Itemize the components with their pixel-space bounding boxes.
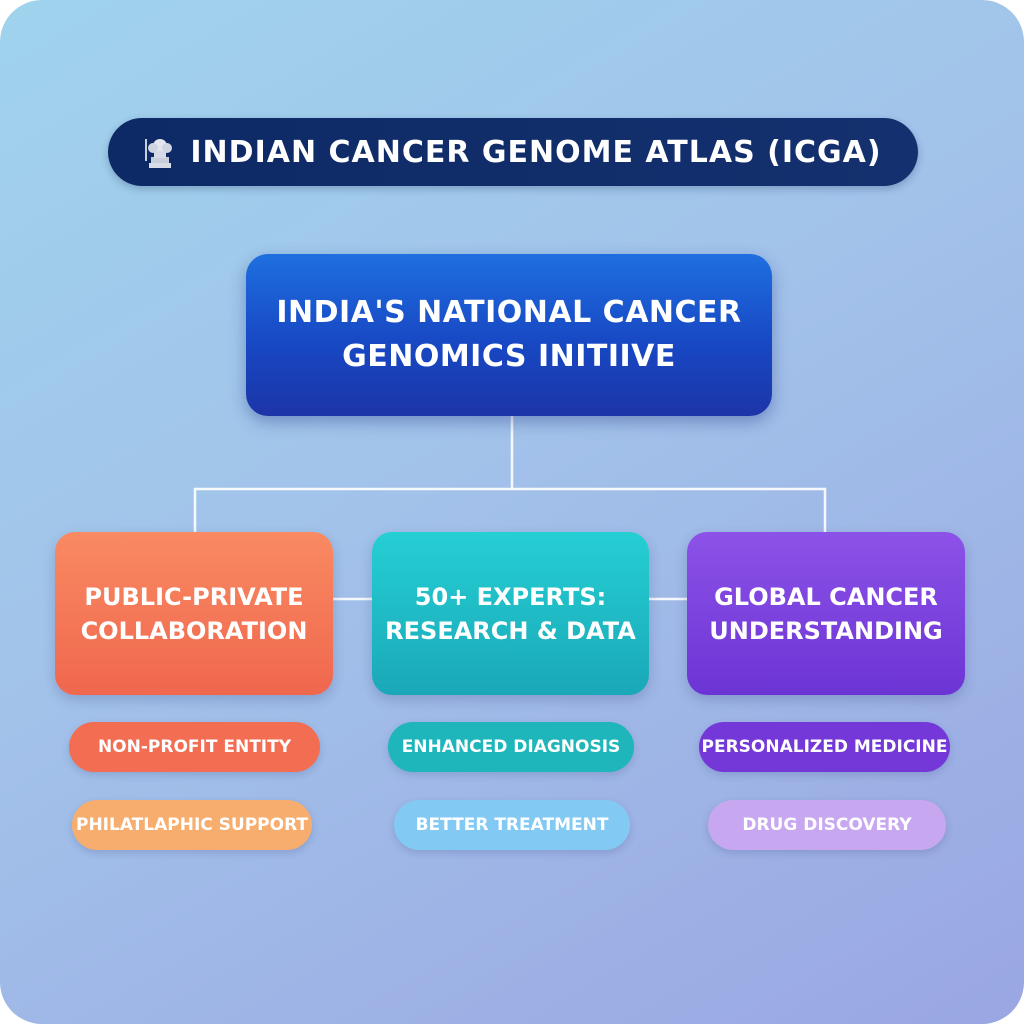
title-banner: INDIAN CANCER GENOME ATLAS (ICGA) bbox=[108, 118, 918, 186]
national-emblem-icon bbox=[144, 132, 176, 172]
tag-better-treatment: BETTER TREATMENT bbox=[394, 800, 630, 850]
pillar-card-global: GLOBAL CANCER UNDERSTANDING bbox=[687, 532, 965, 695]
page-title: INDIAN CANCER GENOME ATLAS (ICGA) bbox=[190, 134, 882, 170]
pillar-card-line2: COLLABORATION bbox=[80, 616, 308, 645]
pillar-card-line1: PUBLIC-PRIVATE bbox=[84, 582, 304, 611]
pillar-card-line1: GLOBAL CANCER bbox=[714, 582, 938, 611]
pillar-card-line1: 50+ EXPERTS: bbox=[414, 582, 607, 611]
tag-philatlaphic-support: PHILATLAPHIC SUPPORT bbox=[72, 800, 312, 850]
pillar-card-experts: 50+ EXPERTS: RESEARCH & DATA bbox=[372, 532, 649, 695]
tag-drug-discovery: DRUG DISCOVERY bbox=[708, 800, 946, 850]
main-initiative-line2: GENOMICS INITIIVE bbox=[342, 339, 676, 374]
pillar-card-collaboration: PUBLIC-PRIVATE COLLABORATION bbox=[55, 532, 333, 695]
pillar-card-line2: UNDERSTANDING bbox=[709, 616, 943, 645]
main-initiative-line1: INDIA'S NATIONAL CANCER bbox=[276, 295, 742, 330]
tag-personalized-medicine: PERSONALIZED MEDICINE bbox=[699, 722, 950, 772]
main-initiative-box: INDIA'S NATIONAL CANCER GENOMICS INITIIV… bbox=[246, 254, 772, 416]
tag-non-profit-entity: NON-PROFIT ENTITY bbox=[69, 722, 320, 772]
tag-enhanced-diagnosis: ENHANCED DIAGNOSIS bbox=[388, 722, 634, 772]
pillar-card-line2: RESEARCH & DATA bbox=[385, 616, 636, 645]
connector-branch bbox=[193, 487, 827, 532]
